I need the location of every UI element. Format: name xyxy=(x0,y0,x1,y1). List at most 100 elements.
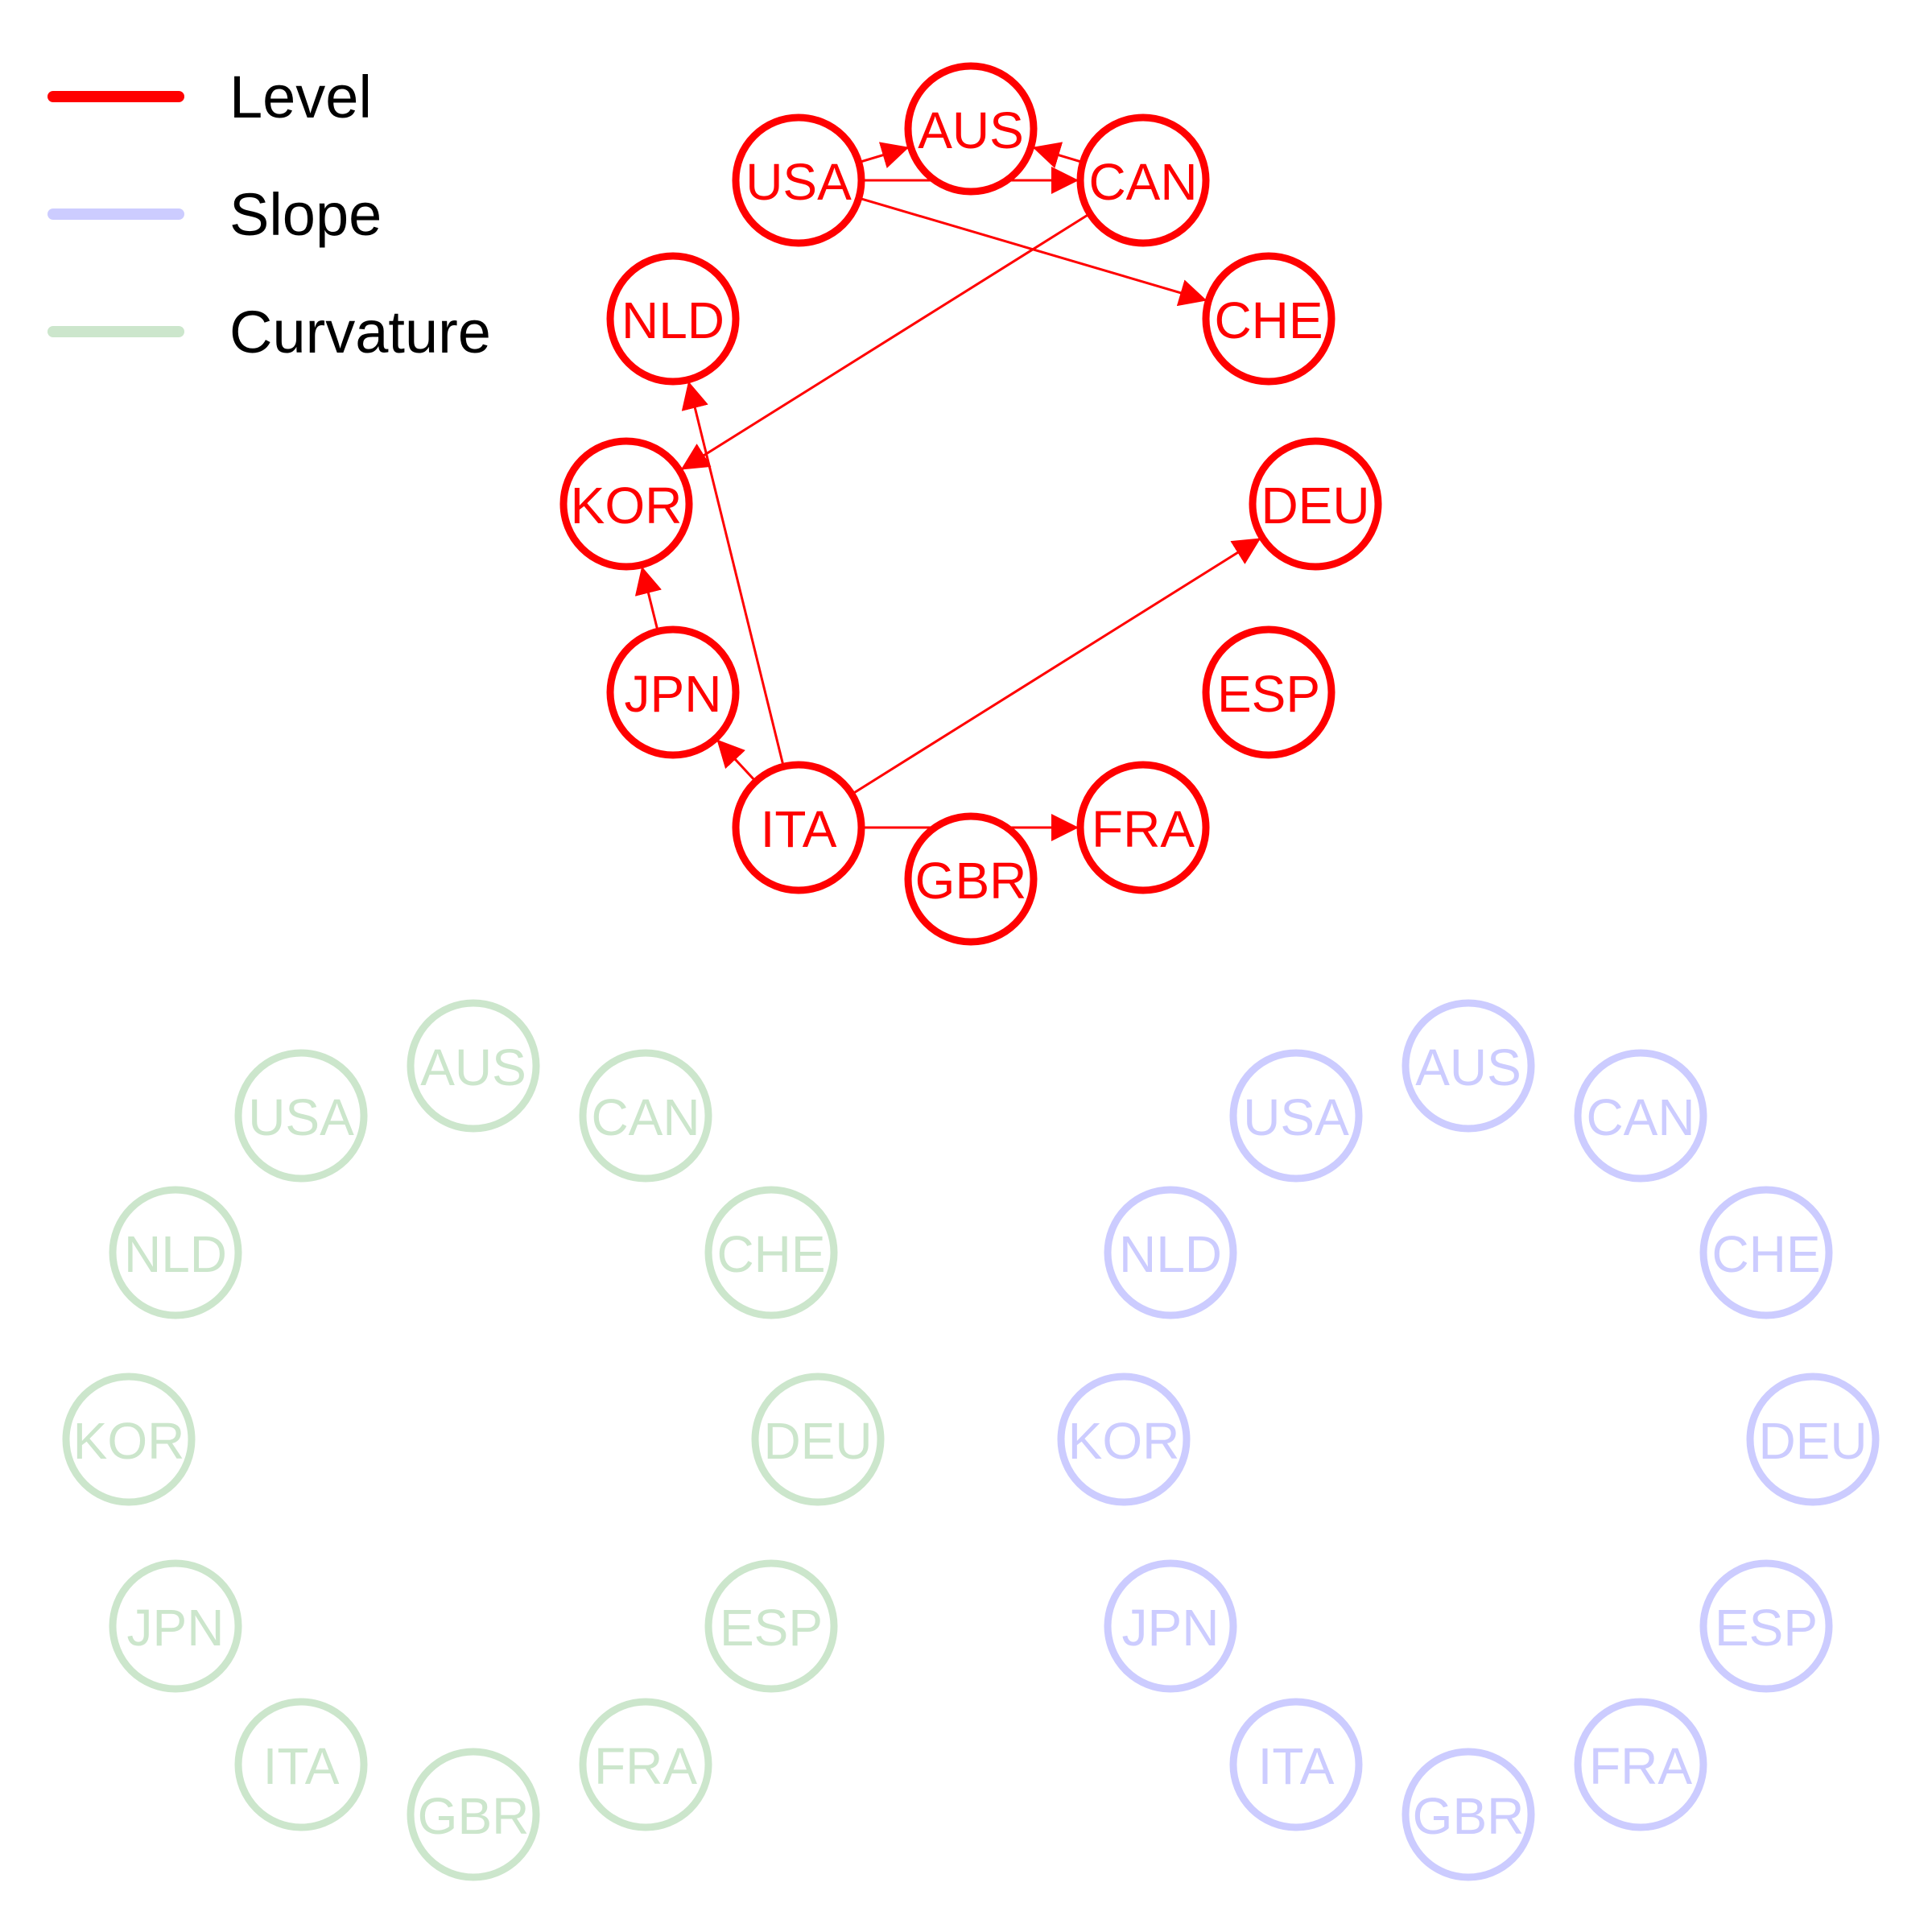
curvature-node-label: AUS xyxy=(420,1038,526,1096)
slope-node-circle xyxy=(1402,1748,1535,1881)
curvature-node-kor: KOR xyxy=(62,1373,196,1506)
level-node-circle xyxy=(1076,761,1210,894)
level-node-can: CAN xyxy=(1076,114,1210,247)
level-edge-ita-jpn xyxy=(716,738,758,782)
slope-node-circle xyxy=(1229,1049,1363,1183)
curvature-node-circle xyxy=(704,1186,838,1319)
slope-node-usa: USA xyxy=(1229,1049,1363,1183)
slope-network: AUS CAN CHE DEU ESP FRA GBR ITA JPN KOR NLD USA xyxy=(1057,999,1880,1881)
level-edge-can-kor xyxy=(680,213,1091,471)
level-node-deu: DEU xyxy=(1249,437,1382,571)
slope-node-label: ESP xyxy=(1715,1599,1818,1657)
curvature-node-gbr: GBR xyxy=(407,1748,540,1881)
level-node-circle xyxy=(606,625,740,759)
curvature-node-circle xyxy=(407,1748,540,1881)
level-node-fra: FRA xyxy=(1076,761,1210,894)
slope-node-label: AUS xyxy=(1415,1038,1521,1096)
slope-node-circle xyxy=(1574,1698,1707,1831)
level-node-circle xyxy=(606,252,740,386)
curvature-node-aus: AUS xyxy=(407,999,540,1133)
legend-label-curvature: Curvature xyxy=(229,299,491,365)
legend-item-curvature: Curvature xyxy=(47,299,491,365)
curvature-node-circle xyxy=(109,1186,242,1319)
level-node-label: ITA xyxy=(761,800,837,858)
curvature-node-label: NLD xyxy=(124,1225,227,1283)
level-edge-ita-nld xyxy=(681,381,785,767)
level-node-circle xyxy=(904,62,1038,196)
legend-label-slope: Slope xyxy=(229,181,382,248)
slope-node-aus: AUS xyxy=(1402,999,1535,1133)
level-node-circle xyxy=(1249,437,1382,571)
level-edge-jpn-kor xyxy=(634,566,662,632)
slope-node-circle xyxy=(1746,1373,1880,1506)
level-node-label: NLD xyxy=(621,291,724,349)
slope-node-label: KOR xyxy=(1068,1412,1180,1470)
slope-node-circle xyxy=(1104,1186,1237,1319)
curvature-node-label: GBR xyxy=(418,1787,530,1845)
level-node-circle xyxy=(732,114,865,247)
slope-node-label: FRA xyxy=(1589,1737,1692,1795)
curvature-node-fra: FRA xyxy=(579,1698,712,1831)
level-node-circle xyxy=(1076,114,1210,247)
slope-node-circle xyxy=(1699,1186,1833,1319)
curvature-node-label: FRA xyxy=(594,1737,697,1795)
level-node-jpn: JPN xyxy=(606,625,740,759)
slope-node-esp: ESP xyxy=(1699,1559,1833,1693)
level-node-label: CHE xyxy=(1214,291,1323,349)
level-node-circle xyxy=(559,437,693,571)
curvature-node-circle xyxy=(109,1559,242,1693)
slope-node-deu: DEU xyxy=(1746,1373,1880,1506)
curvature-node-can: CAN xyxy=(579,1049,712,1183)
curvature-node-esp: ESP xyxy=(704,1559,838,1693)
curvature-node-deu: DEU xyxy=(751,1373,885,1506)
slope-node-jpn: JPN xyxy=(1104,1559,1237,1693)
slope-node-circle xyxy=(1104,1559,1237,1693)
level-node-label: AUS xyxy=(918,101,1024,159)
curvature-node-circle xyxy=(234,1049,368,1183)
slope-node-label: ITA xyxy=(1258,1737,1335,1795)
level-node-label: CAN xyxy=(1088,153,1197,211)
curvature-node-label: CAN xyxy=(591,1088,700,1146)
slope-node-label: USA xyxy=(1243,1088,1349,1146)
slope-node-fra: FRA xyxy=(1574,1698,1707,1831)
slope-node-gbr: GBR xyxy=(1402,1748,1535,1881)
level-node-kor: KOR xyxy=(559,437,693,571)
slope-node-nld: NLD xyxy=(1104,1186,1237,1319)
curvature-node-usa: USA xyxy=(234,1049,368,1183)
slope-node-label: NLD xyxy=(1119,1225,1222,1283)
level-node-che: CHE xyxy=(1202,252,1335,386)
legend-label-level: Level xyxy=(229,64,372,130)
level-node-aus: AUS xyxy=(904,62,1038,196)
curvature-node-circle xyxy=(407,999,540,1133)
curvature-node-circle xyxy=(234,1698,368,1831)
level-node-gbr: GBR xyxy=(904,812,1038,946)
level-node-circle xyxy=(732,761,865,894)
curvature-node-label: CHE xyxy=(716,1225,825,1283)
level-edge-ita-deu xyxy=(851,537,1261,795)
curvature-node-label: KOR xyxy=(73,1412,185,1470)
slope-node-ita: ITA xyxy=(1229,1698,1363,1831)
slope-node-label: CAN xyxy=(1586,1088,1695,1146)
curvature-node-circle xyxy=(579,1049,712,1183)
level-node-label: USA xyxy=(745,153,852,211)
legend: Level Slope Curvature xyxy=(47,64,491,365)
slope-node-label: CHE xyxy=(1711,1225,1820,1283)
curvature-node-circle xyxy=(579,1698,712,1831)
slope-node-kor: KOR xyxy=(1057,1373,1191,1506)
level-node-ita: ITA xyxy=(732,761,865,894)
slope-node-can: CAN xyxy=(1574,1049,1707,1183)
slope-node-label: GBR xyxy=(1413,1787,1525,1845)
level-edge-usa-aus xyxy=(858,142,910,168)
curvature-node-circle xyxy=(62,1373,196,1506)
level-node-circle xyxy=(904,812,1038,946)
level-node-esp: ESP xyxy=(1202,625,1335,759)
slope-node-label: JPN xyxy=(1122,1599,1220,1657)
curvature-node-label: ESP xyxy=(720,1599,823,1657)
level-node-usa: USA xyxy=(732,114,865,247)
slope-node-circle xyxy=(1402,999,1535,1133)
level-node-label: JPN xyxy=(625,665,722,723)
slope-node-circle xyxy=(1574,1049,1707,1183)
level-node-label: FRA xyxy=(1092,800,1195,858)
